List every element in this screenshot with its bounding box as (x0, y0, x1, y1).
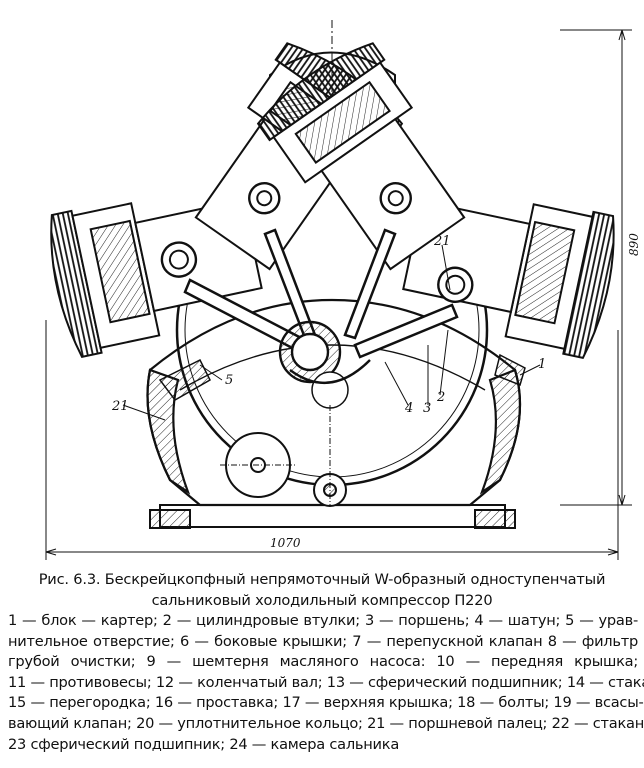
legend-line: 15 — перегородка; 16 — проставка; 17 — в… (8, 694, 644, 712)
callout-4: 4 (404, 401, 413, 416)
dimension-width-label: 1070 (270, 536, 301, 550)
legend: 1 — блок — картер; 2 — цилиндровые втулк… (8, 611, 644, 755)
dimension-width (45, 320, 619, 560)
callout-2: 2 (436, 390, 445, 405)
callout-3: 3 (423, 401, 431, 416)
oil-pump (220, 405, 347, 507)
callout-1: 1 (538, 357, 546, 372)
compressor-drawing: 21 5 4 3 2 1 21 1070 890 (45, 20, 641, 560)
dimension-height-label: 890 (627, 233, 641, 256)
legend-line: вающий клапан; 20 — уплотнительное кольц… (8, 714, 644, 732)
legend-line: 23 сферический подшипник; 24 — камера са… (8, 735, 400, 753)
callout-labels: 21 5 4 3 2 1 21 (111, 234, 546, 416)
legend-line: грубой очистки; 9 — шемтерня масляного н… (8, 653, 638, 671)
base-plate (149, 504, 516, 529)
callout-leaders (122, 244, 541, 421)
legend-line: 11 — противовесы; 12 — коленчатый вал; 1… (8, 673, 644, 691)
figure-caption: Рис. 6.3. Бескрейцкопфный непрямоточный … (10, 569, 634, 611)
legend-line: 1 — блок — картер; 2 — цилиндровые втулк… (8, 612, 638, 629)
side-cover (158, 353, 526, 401)
cylinder-right-inner (256, 42, 466, 271)
caption-line-1: Рис. 6.3. Бескрейцкопфный непрямоточный … (38, 571, 606, 588)
dimension-height (560, 29, 632, 506)
callout-6: 21 (111, 399, 129, 414)
callout-21: 21 (433, 234, 451, 249)
legend-line: нительное отверстие; 6 — боковые крышки;… (8, 632, 638, 650)
caption-line-2: сальниковый холодильный компрессор П220 (151, 592, 493, 609)
callout-5: 5 (225, 373, 233, 388)
